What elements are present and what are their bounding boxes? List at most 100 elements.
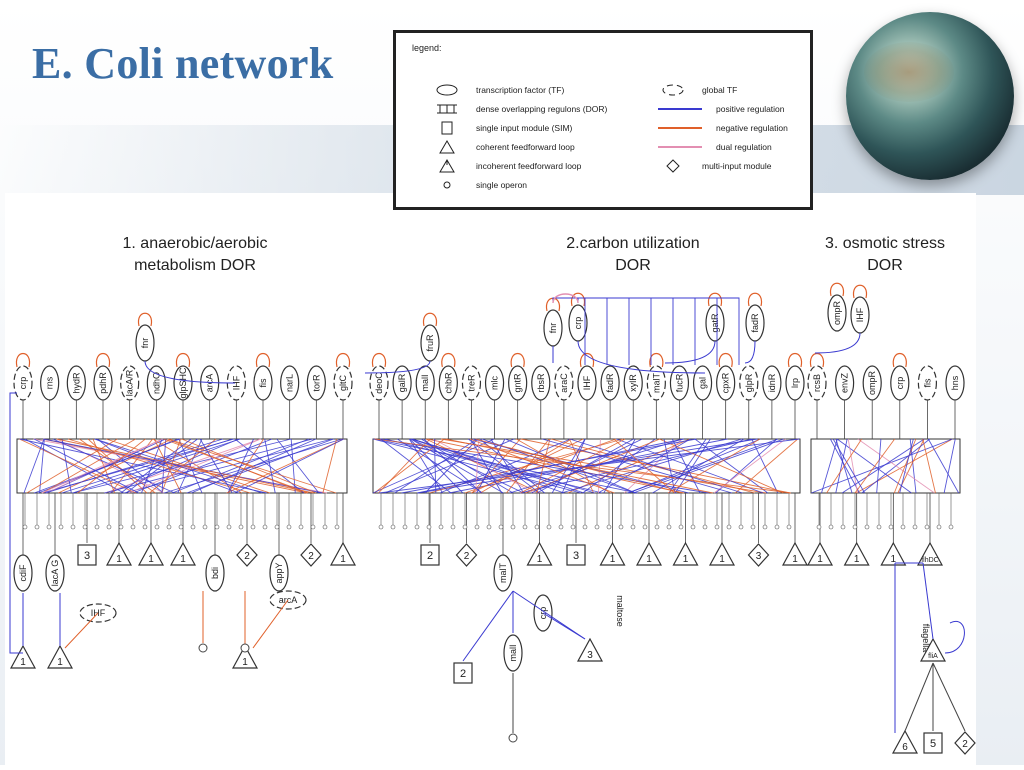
section-title-line1: 3. osmotic stress <box>825 235 945 252</box>
global-tf-icon <box>658 84 688 96</box>
top-tf-label: fnr <box>548 323 558 334</box>
ellipse-icon <box>432 84 462 96</box>
tf-label: hydR <box>71 372 81 394</box>
operon-node <box>774 524 780 530</box>
positive-line-icon <box>658 108 702 110</box>
regulation-edge <box>841 438 925 494</box>
regulation-edge <box>632 438 784 494</box>
section-title-line2: metabolism DOR <box>134 257 256 274</box>
dor-box <box>372 438 801 494</box>
regulation-edge <box>811 438 953 494</box>
regulation-edge <box>469 438 615 494</box>
module-ellipse <box>269 554 289 592</box>
tf-label: glpSHC <box>178 367 188 399</box>
tf-label: fis <box>258 378 268 388</box>
module-triangle <box>526 541 553 566</box>
regulation-edge <box>569 438 743 494</box>
regulation-edge <box>667 438 761 494</box>
tf-label: deoC <box>374 372 384 394</box>
regulation-edge <box>168 438 337 494</box>
operon-node <box>94 524 100 530</box>
operon-node <box>546 524 552 530</box>
regulation-edge <box>694 438 769 494</box>
regulation-edge <box>94 438 239 494</box>
top-bus-wire <box>577 297 652 365</box>
self-regulation-loop <box>441 352 456 368</box>
module-square <box>566 544 586 566</box>
top-regulation-wire <box>744 340 756 364</box>
operon-node <box>250 524 256 530</box>
dual-line-icon <box>658 146 702 148</box>
lower-wire <box>252 599 289 649</box>
operon-node <box>190 524 196 530</box>
module-label: malT <box>498 562 508 583</box>
self-regulation-loop <box>255 352 271 368</box>
module-label: 1 <box>116 554 122 565</box>
regulation-edge <box>378 438 800 494</box>
tf-label: glpR <box>744 373 754 392</box>
tf-label: pdhR <box>98 372 108 394</box>
operon-node <box>606 524 612 530</box>
regulation-edge <box>56 438 164 494</box>
module-label: 2 <box>308 551 314 562</box>
regulation-edge <box>227 438 265 494</box>
top-tf-label: ompR <box>832 301 842 326</box>
operon-node <box>22 524 28 530</box>
regulation-edge <box>199 438 233 494</box>
module-label: 1 <box>891 554 897 565</box>
top-regulation-wire <box>664 340 716 364</box>
tf-label: crp <box>895 377 905 390</box>
regulation-edge <box>659 438 784 494</box>
operon-node <box>166 524 172 530</box>
module-ellipse <box>205 554 225 592</box>
self-regulation-loop <box>649 352 664 368</box>
module-triangle <box>781 541 809 566</box>
module-label: 2 <box>427 550 433 562</box>
module-label: 1 <box>242 657 248 668</box>
regulation-edge <box>856 438 953 494</box>
regulation-edge <box>397 438 483 494</box>
top-tf-label: fnr <box>140 338 150 349</box>
tf-label: IHF <box>582 375 592 390</box>
lower-wire <box>542 612 586 640</box>
lower-wire <box>922 562 934 640</box>
regulation-edge <box>668 438 707 494</box>
module-label: 1 <box>340 554 346 565</box>
operon-node <box>654 524 660 530</box>
operon-node <box>334 524 340 530</box>
operon-node <box>322 524 328 530</box>
module-label: 1 <box>180 554 186 565</box>
regulation-edge <box>77 438 146 494</box>
module-triangle <box>9 644 37 669</box>
module-triangle <box>599 541 626 566</box>
top-bus-wire <box>577 297 696 365</box>
tf-label: malI <box>420 374 430 391</box>
operon-node <box>762 524 768 530</box>
regulation-edge <box>52 438 175 494</box>
self-regulation-loop <box>335 352 351 368</box>
regulation-edge <box>821 438 838 494</box>
module-ellipse <box>45 554 65 592</box>
operon-node <box>690 524 696 530</box>
self-regulation-loop <box>371 352 387 368</box>
top-tf-label: crp <box>573 317 583 330</box>
operon-node <box>414 524 420 530</box>
module-diamond <box>954 731 976 755</box>
regulation-edge <box>33 438 139 494</box>
self-regulation-loop <box>809 352 825 368</box>
top-tf-node <box>827 294 847 332</box>
regulation-edge <box>476 438 506 494</box>
regulation-edge <box>857 438 935 494</box>
legend-item-coherent: coherent feedforward loop <box>432 140 575 154</box>
regulation-edge <box>751 438 779 494</box>
operon-node <box>202 524 208 530</box>
dor-box <box>810 438 961 494</box>
regulation-edge <box>663 438 676 494</box>
operon-node <box>286 524 292 530</box>
operon-node <box>390 524 396 530</box>
module-label: malI <box>508 644 518 661</box>
regulation-edge <box>542 438 733 494</box>
regulation-edge <box>124 438 333 494</box>
tf-label: idnR <box>767 373 777 392</box>
tf-label: envZ <box>840 372 850 393</box>
